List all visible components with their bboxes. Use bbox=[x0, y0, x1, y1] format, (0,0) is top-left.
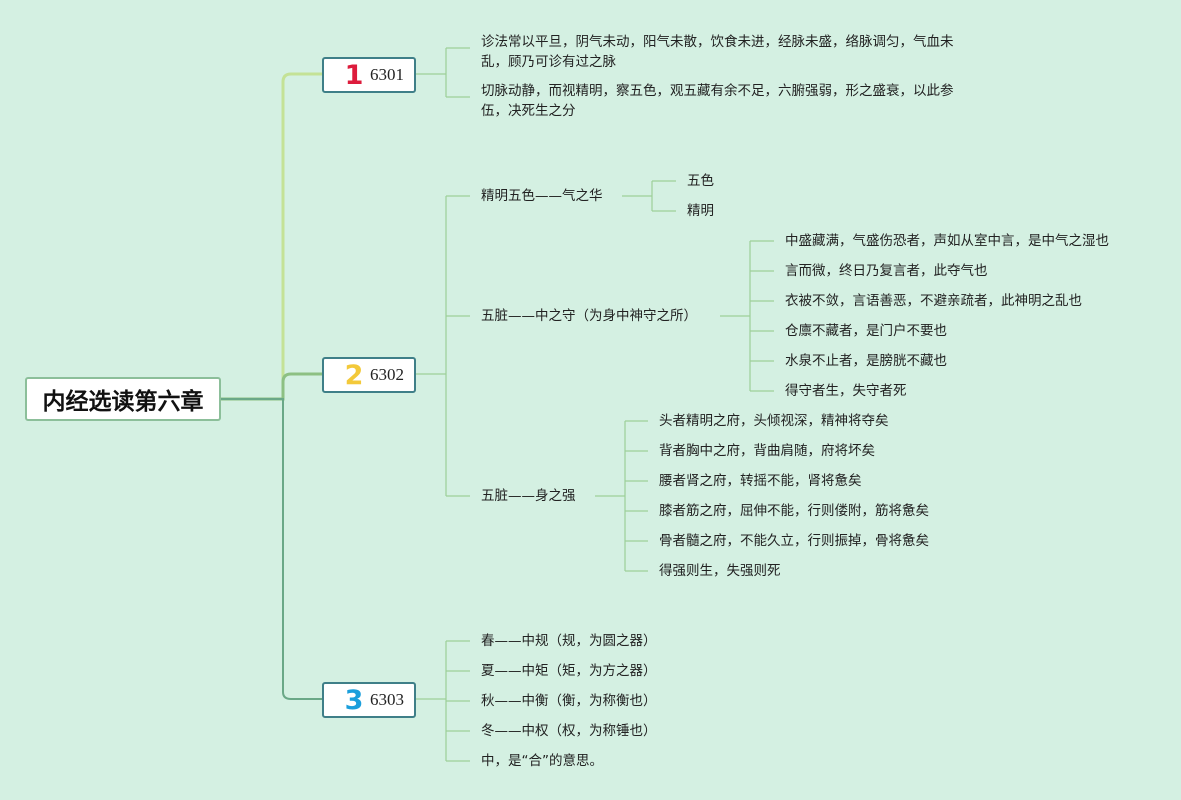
root-link-6301 bbox=[221, 72, 322, 401]
root-link-6302 bbox=[221, 372, 322, 401]
wz1-child[interactable]: 中盛藏满，气盛伤恐者，声如从室中言，是中气之湿也 bbox=[785, 233, 1109, 249]
number-two-icon: 2 bbox=[344, 359, 364, 391]
chapter-node-6303[interactable]: 3 6303 bbox=[322, 682, 416, 718]
c1-item-1[interactable]: 诊法常以平旦，阴气未动，阳气未散，饮食未进，经脉未盛，络脉调匀，气血未乱，顾乃可… bbox=[481, 34, 954, 70]
root-link-6303 bbox=[221, 398, 322, 700]
topic-wuzang-zhongzhishou[interactable]: 五脏——中之守（为身中神守之所） bbox=[481, 308, 697, 324]
wz1-child[interactable]: 得守者生，失守者死 bbox=[785, 383, 907, 399]
wz2-child[interactable]: 头者精明之府，头倾视深，精神将夺矣 bbox=[659, 413, 889, 429]
topic-jingming-wuse[interactable]: 精明五色——气之华 bbox=[481, 188, 603, 204]
c3-item-summer[interactable]: 夏——中矩（矩，为方之器） bbox=[481, 663, 657, 679]
chapter-node-6301[interactable]: 1 6301 bbox=[322, 57, 416, 93]
topic-wuzang-shenzhiqiang[interactable]: 五脏——身之强 bbox=[481, 488, 576, 504]
wz1-child[interactable]: 仓廪不藏者，是门户不要也 bbox=[785, 323, 947, 339]
number-one-icon: 1 bbox=[344, 59, 364, 91]
c3-item-note[interactable]: 中，是“合”的意思。 bbox=[481, 753, 603, 769]
wz2-child[interactable]: 膝者筋之府，屈伸不能，行则偻附，筋将惫矣 bbox=[659, 503, 929, 519]
chapter-code: 6301 bbox=[370, 65, 404, 84]
wz1-child[interactable]: 言而微，终日乃复言者，此夺气也 bbox=[785, 263, 988, 279]
wz2-child[interactable]: 背者胸中之府，背曲肩随，府将坏矣 bbox=[659, 443, 875, 459]
wz1-child[interactable]: 水泉不止者，是膀胱不藏也 bbox=[785, 353, 947, 369]
chapter-node-6302[interactable]: 2 6302 bbox=[322, 357, 416, 393]
jm-child-wuse[interactable]: 五色 bbox=[687, 173, 714, 189]
jm-child-jingming[interactable]: 精明 bbox=[687, 203, 714, 219]
chapter-code: 6302 bbox=[370, 365, 404, 384]
chapter-code: 6303 bbox=[370, 690, 404, 709]
wz2-child[interactable]: 腰者肾之府，转摇不能，肾将惫矣 bbox=[659, 473, 862, 489]
c3-item-autumn[interactable]: 秋——中衡（衡，为称衡也） bbox=[481, 693, 657, 709]
root-node[interactable]: 内经选读第六章 bbox=[25, 377, 221, 421]
wz2-child[interactable]: 得强则生，失强则死 bbox=[659, 563, 781, 579]
c3-item-winter[interactable]: 冬——中权（权，为称锤也） bbox=[481, 723, 657, 739]
wz2-child[interactable]: 骨者髓之府，不能久立，行则振掉，骨将惫矣 bbox=[659, 533, 929, 549]
wz1-child[interactable]: 衣被不敛，言语善恶，不避亲疏者，此神明之乱也 bbox=[785, 293, 1082, 309]
root-title: 内经选读第六章 bbox=[42, 389, 204, 415]
c3-item-spring[interactable]: 春——中规（规，为圆之器） bbox=[481, 633, 657, 649]
number-three-icon: 3 bbox=[344, 684, 364, 716]
c1-item-2[interactable]: 切脉动静，而视精明，察五色，观五藏有余不足，六腑强弱，形之盛衰，以此参伍，决死生… bbox=[481, 83, 954, 119]
